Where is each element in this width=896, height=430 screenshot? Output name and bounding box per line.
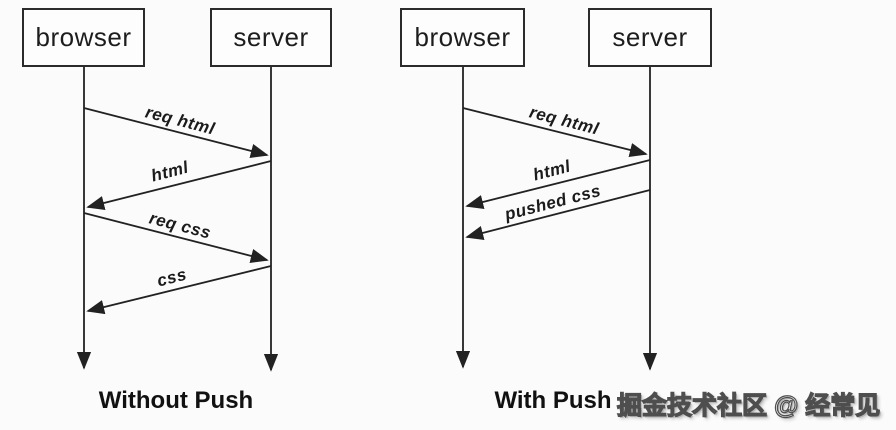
message-arrow-pushed-css-right [465,189,651,240]
caption-with-push: With Push [494,387,612,414]
actor-box-browser-right: browser [400,8,525,67]
actor-label: browser [414,22,511,52]
message-arrow-html-right [465,159,651,210]
message-arrow-html-left [86,160,272,211]
caption-without-push: Without Push [98,387,254,414]
message-arrow-req-html-left [83,107,269,158]
actor-label: server [233,22,309,52]
actor-box-browser-left: browser [22,8,145,67]
message-arrow-css-left [86,265,272,315]
actor-box-server-left: server [210,8,332,67]
actor-box-server-right: server [588,8,712,67]
actor-label: server [612,22,688,52]
watermark-text: 掘金技术社区 @ 经常见 [616,391,881,420]
actor-label: browser [35,22,132,52]
message-arrow-req-css-left [83,212,269,263]
message-arrow-req-html-right [462,107,648,158]
